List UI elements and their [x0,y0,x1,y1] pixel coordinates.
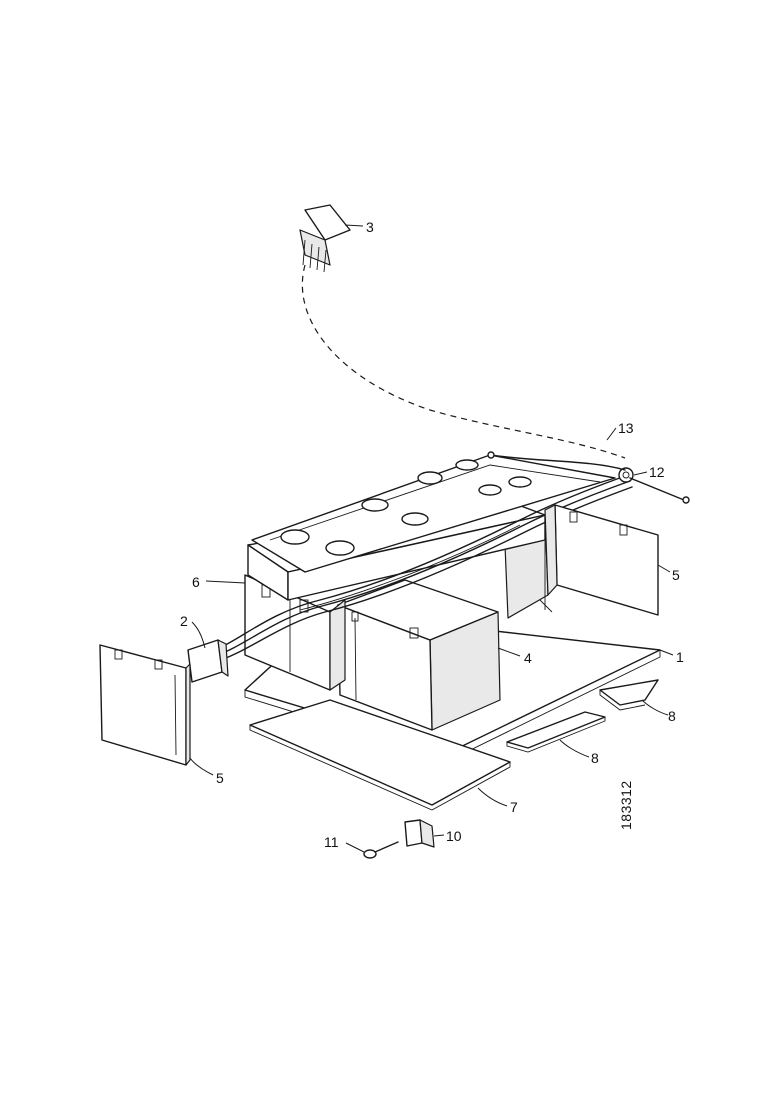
part-13-cable [487,451,626,471]
part-10-clip [404,819,435,848]
part-5-side-panel-left [99,644,191,766]
part-3-terminal-clamp [299,204,626,459]
part-11-screw [363,841,399,859]
callout-11: 11 [324,834,339,850]
callout-8-right: 8 [668,708,676,724]
callout-2: 2 [180,613,188,629]
callout-1: 1 [676,649,684,665]
callout-4: 4 [524,650,532,666]
part-8-pad-middle [506,711,606,753]
callout-7: 7 [510,799,518,815]
callout-5-left: 5 [216,770,224,786]
callout-5-right: 5 [672,567,680,583]
callout-10: 10 [446,828,462,844]
part-7-bottom-plate [249,699,511,811]
leader-lines [189,224,674,853]
figure-number: 183312 [618,780,634,830]
callout-12: 12 [649,464,665,480]
part-8-pad-right [599,679,659,711]
part-12-ring-terminal [618,467,690,504]
callout-13: 13 [618,420,634,436]
callout-labels: 1 2 3 4 5 5 6 7 8 8 10 11 12 13 183312 [180,219,684,850]
part-4-support-block [337,579,501,731]
callout-6: 6 [192,574,200,590]
callout-3: 3 [366,219,374,235]
callout-8-middle: 8 [591,750,599,766]
part-5-side-panel-right [539,504,659,616]
part-2-connector-plug [187,639,229,683]
